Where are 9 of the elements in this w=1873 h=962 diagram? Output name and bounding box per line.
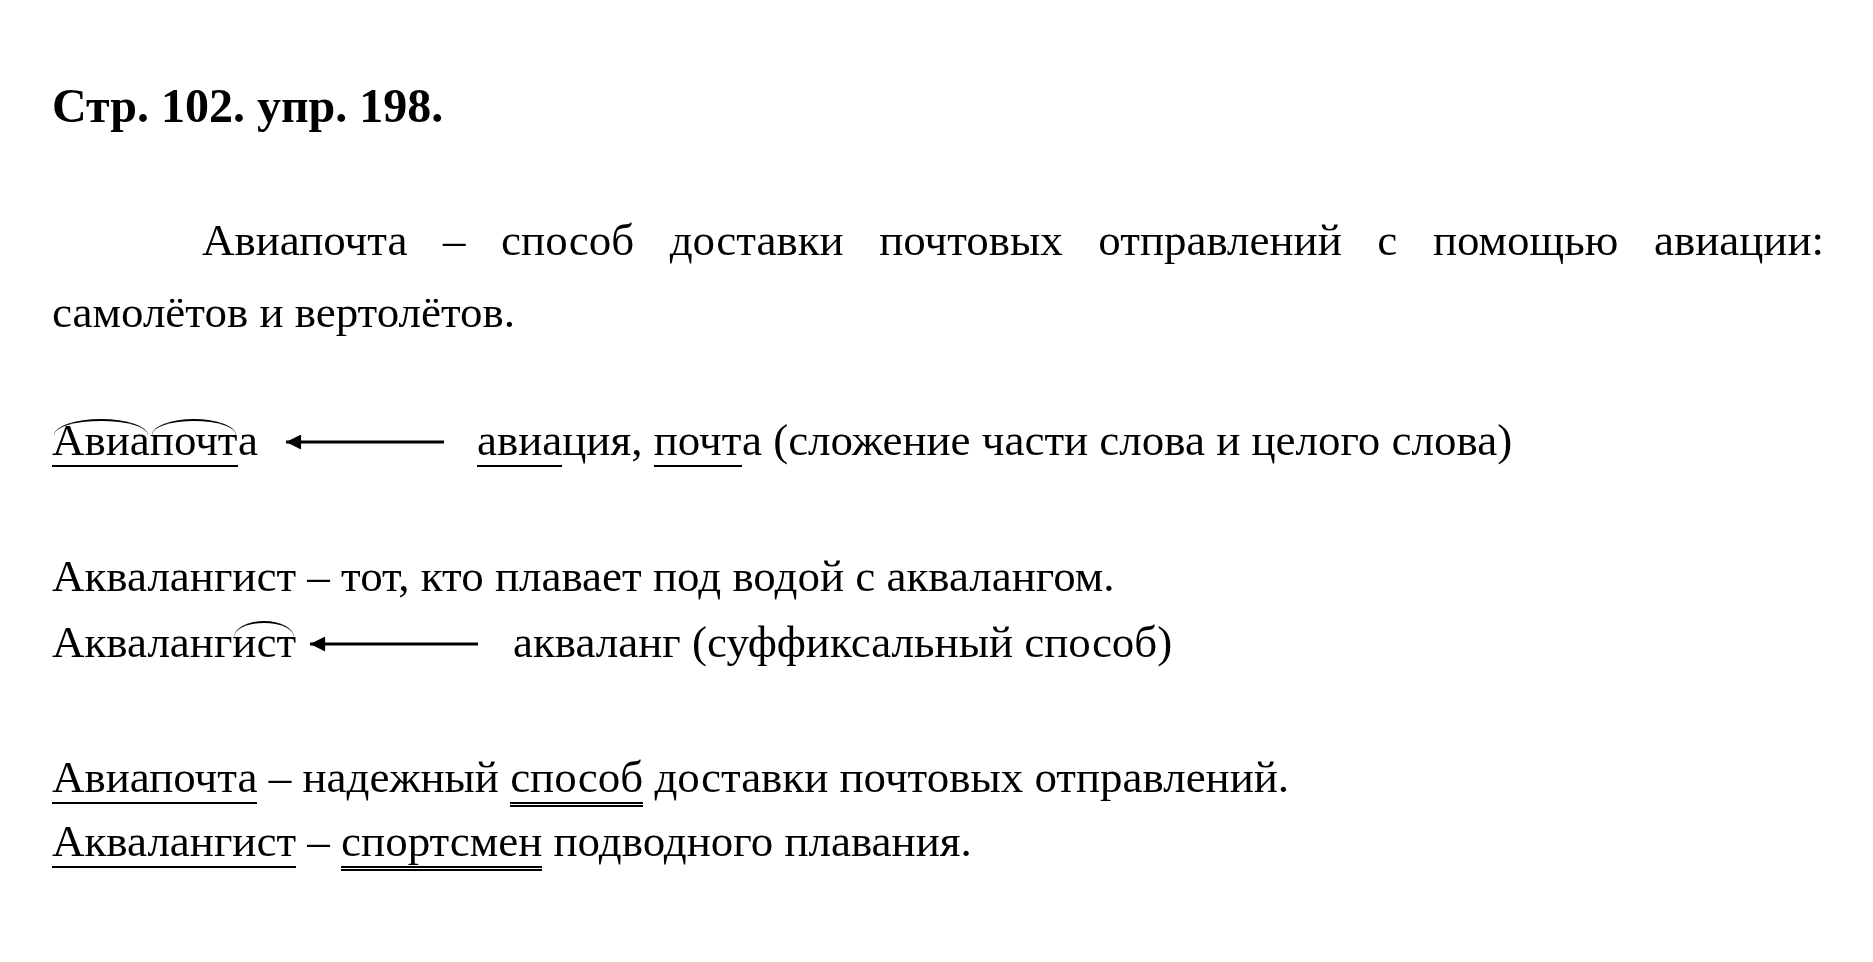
arrow bbox=[310, 636, 478, 652]
derived-word: Авиапочта bbox=[52, 405, 287, 475]
exercise-heading: Стр. 102. упр. 198. bbox=[52, 78, 444, 133]
derived-word: Аквалангист bbox=[52, 607, 311, 677]
definition-sentence: Аквалангист – тот, кто плавает под водой с аквалангом. bbox=[52, 550, 1115, 603]
source-words: акваланг (суффиксальный способ) bbox=[478, 607, 1173, 677]
definition-paragraph: Авиапочта – способ доставки почтовых отправлений с помощью авиации: самолётов и вертолётов. bbox=[52, 214, 1824, 339]
arrow bbox=[286, 434, 444, 450]
source-words: авиация, почта (сложение части слова и целого слова) bbox=[444, 405, 1513, 475]
